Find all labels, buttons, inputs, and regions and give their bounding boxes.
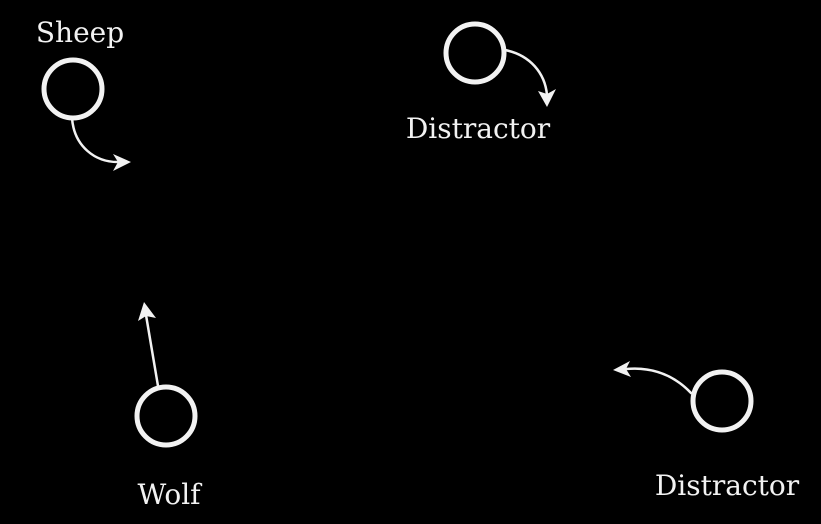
distractor-agent-top: Distractor [406, 21, 556, 145]
distractor-agent-bottom: Distractor [613, 361, 800, 502]
wolf-label: Wolf [137, 478, 203, 511]
sheep-agent: Sheep [36, 16, 131, 171]
wolf-arrow-head [138, 302, 156, 321]
distractor-top-circle [443, 21, 507, 85]
distractor-bottom-arrow-head [613, 361, 631, 377]
distractor-bottom-motion-arrow [624, 367, 693, 395]
distractor-bottom-circle [690, 369, 754, 433]
wolf-motion-arrow [144, 313, 160, 388]
distractor-top-arrow-head [538, 89, 556, 107]
sheep-circle [41, 57, 105, 121]
distractor-bottom-label: Distractor [655, 469, 800, 502]
sheep-label: Sheep [36, 16, 124, 49]
wolf-agent: Wolf [134, 302, 203, 511]
distractor-top-label: Distractor [406, 112, 551, 145]
wolf-circle [134, 384, 198, 448]
distractor-top-motion-arrow [503, 48, 549, 97]
sheep-motion-arrow [70, 116, 122, 164]
sheep-arrow-head [113, 154, 131, 171]
